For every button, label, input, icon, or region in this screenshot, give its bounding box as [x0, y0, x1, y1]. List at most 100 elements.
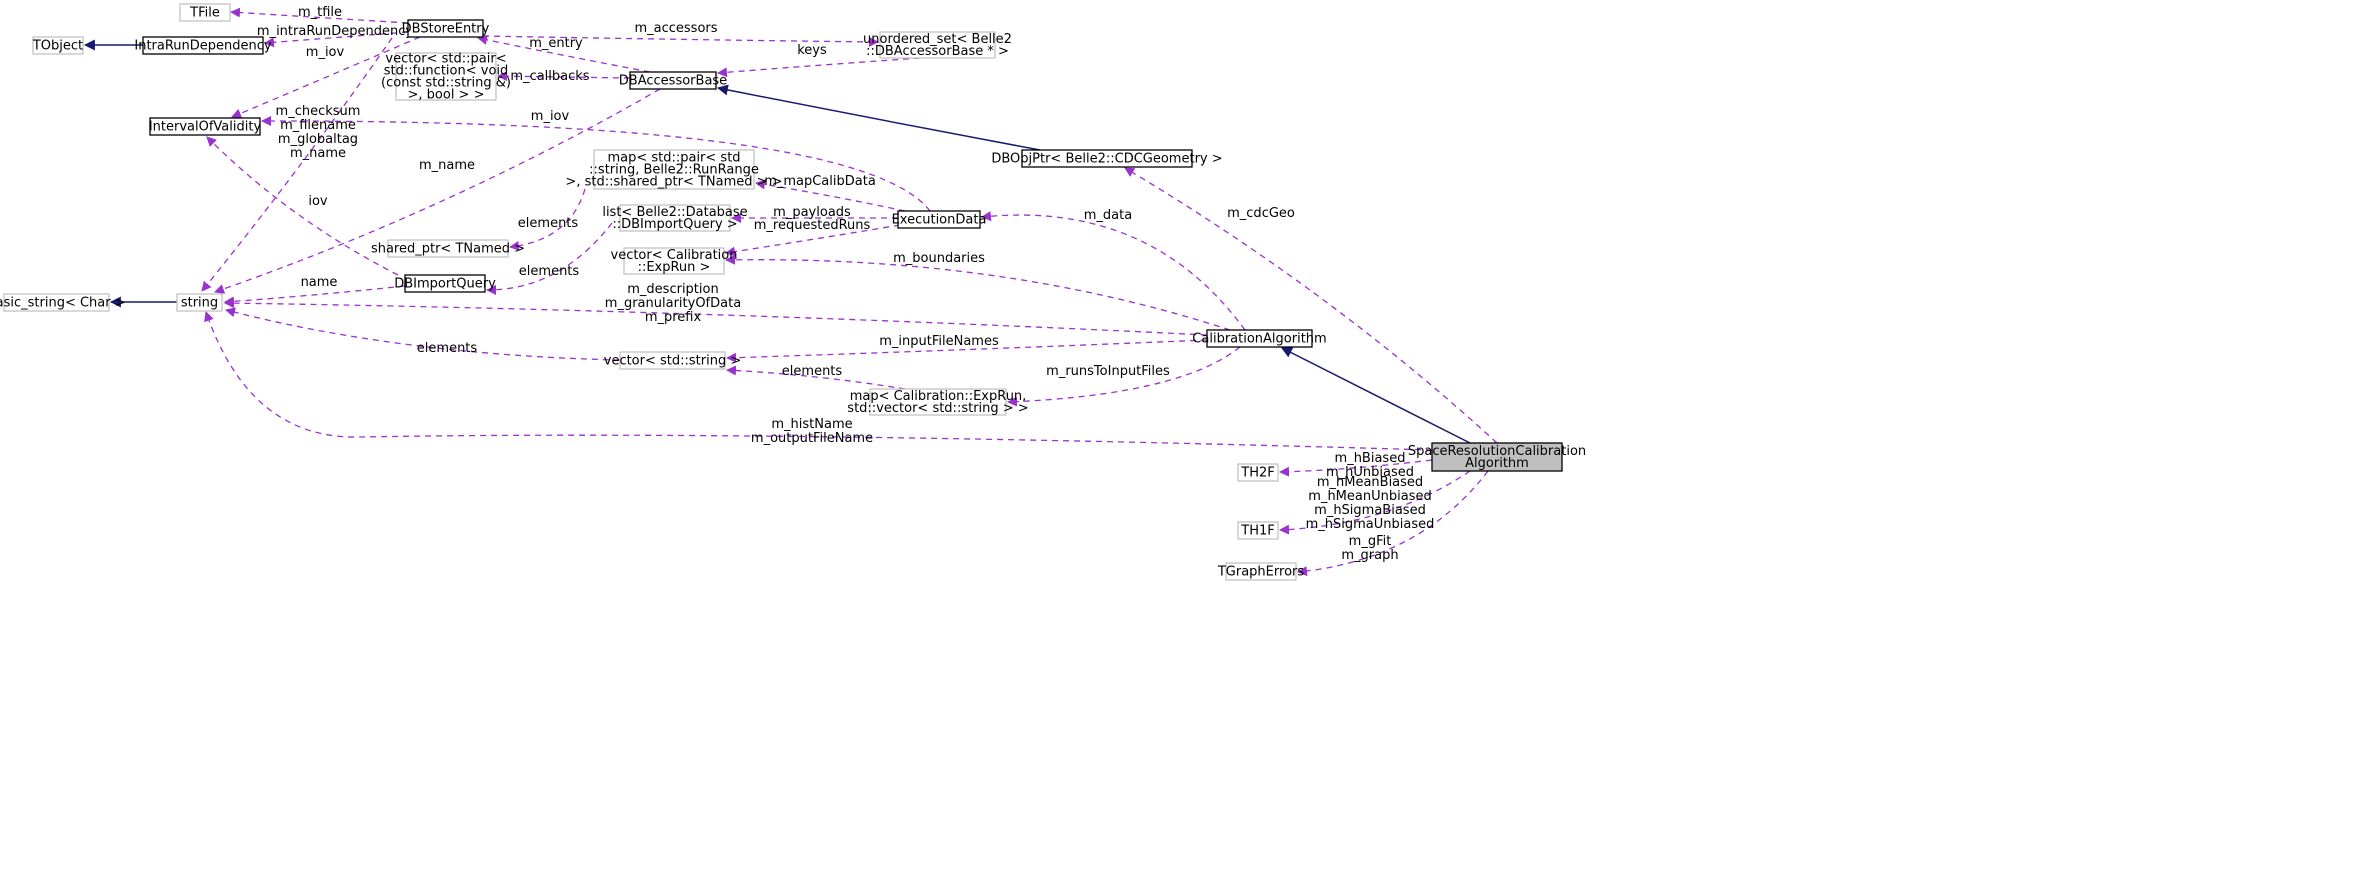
edge-label-m-mapcalibdata: m_mapCalibData [764, 174, 876, 189]
edge-label-th1f-members: m_hMeanBiasedm_hMeanUnbiasedm_hSigmaBias… [1306, 475, 1435, 532]
class-node-intrarundependency[interactable]: IntraRunDependency [134, 36, 272, 55]
class-node-list-query: list< Belle2::Database::DBImportQuery > [602, 204, 748, 232]
edge-dbstoreentry-unordered-set [482, 35, 879, 47]
class-node-box [142, 36, 264, 55]
edge-label-line: elements [518, 216, 579, 231]
edge-label-line: m_graph [1341, 548, 1398, 563]
class-node-box [619, 351, 726, 370]
class-node-dbobjptr[interactable]: DBObjPtr< Belle2::CDCGeometry > [991, 149, 1223, 168]
class-node-label: unordered_set< Belle2 [863, 32, 1012, 47]
class-node-label: CalibrationAlgorithm [1192, 332, 1326, 347]
class-node-label: basic_string< Char > [0, 296, 126, 311]
edge-label-line: m_intraRunDependency [257, 24, 413, 39]
edge-label-line: m_outputFileName [751, 431, 873, 446]
class-node-box [176, 293, 223, 312]
edge-label-line: m_hSigmaUnbiased [1306, 517, 1435, 532]
class-node-label: DBStoreEntry [402, 22, 490, 37]
class-node-box [623, 247, 725, 275]
class-node-vector-string: vector< std::string > [604, 351, 741, 370]
class-node-box [593, 149, 755, 190]
class-node-box [387, 239, 509, 258]
edge-label-line: keys [797, 43, 827, 58]
edge-label-line: m_hSigmaBiased [1314, 503, 1426, 518]
edge-label-m-entry: m_entry [529, 36, 583, 51]
edge-label-line: m_globaltag [278, 132, 358, 147]
class-node-label: DBAccessorBase [619, 74, 727, 89]
class-node-label: TObject [32, 39, 83, 54]
class-node-box [1225, 562, 1297, 581]
class-node-label: DBObjPtr< Belle2::CDCGeometry > [991, 152, 1222, 167]
class-node-dbaccessorbase[interactable]: DBAccessorBase [619, 71, 727, 90]
class-node-label: Algorithm [1465, 456, 1529, 471]
edge-label-iov: iov [308, 194, 328, 209]
edge-label-elements-map: elements [782, 364, 843, 379]
class-node-box [1431, 442, 1563, 472]
edge-label-m-requestedruns: m_requestedRuns [754, 218, 871, 233]
edge-label-line: m_filename [280, 118, 356, 133]
class-node-dbstoreentry[interactable]: DBStoreEntry [402, 19, 490, 38]
edge-label-line: m_boundaries [893, 251, 985, 266]
class-node-label: IntervalOfValidity [149, 120, 262, 135]
edge-label-elements-list: elements [519, 264, 580, 279]
edge-label-line: m_tfile [298, 5, 342, 20]
edge-label-line: m_requestedRuns [754, 218, 871, 233]
edge-dbobjptr-dbaccessorbase [716, 84, 1041, 151]
class-node-label: ExecutionData [892, 213, 987, 228]
edge-label-line: m_description [627, 282, 718, 297]
edge-label-elements-shared: elements [518, 216, 579, 231]
class-node-box [869, 388, 1007, 416]
edge-label-line: m_name [290, 146, 346, 161]
class-node-box [1206, 329, 1313, 348]
class-node-label: (const std::string &) [381, 76, 511, 91]
class-node-box [1021, 149, 1193, 168]
class-node-box [1237, 521, 1279, 540]
class-node-dbimportquery[interactable]: DBImportQuery [394, 274, 496, 293]
edge-label-line: m_accessors [634, 21, 717, 36]
class-node-calibrationalgorithm[interactable]: CalibrationAlgorithm [1192, 329, 1327, 348]
edge-label-keys: keys [797, 43, 827, 58]
class-node-label: vector< std::pair< [385, 52, 506, 67]
edge-label-line: m_entry [529, 36, 583, 51]
edge-spaceresolution-th2f [1279, 459, 1433, 477]
edge-label-line: m_granularityOfData [605, 296, 741, 311]
edge-label-m-inputfilenames: m_inputFileNames [879, 334, 999, 349]
class-node-label: ::string, Belle2::RunRange [589, 163, 759, 178]
edge-label-m-tfile: m_tfile [298, 5, 342, 20]
edge-spaceresolution-dbobjptr [1124, 167, 1498, 444]
edge-map-exprun-vector-string [726, 365, 906, 390]
edge-spaceresolution-th1f [1279, 470, 1471, 535]
class-node-executiondata[interactable]: ExecutionData [892, 210, 987, 229]
class-node-label: >, std::shared_ptr< TNamed > > [565, 175, 782, 190]
class-node-label: SpaceResolutionCalibration [1408, 444, 1586, 459]
class-node-label: ::ExpRun > [638, 260, 711, 275]
class-node-label: ::DBImportQuery > [612, 217, 737, 232]
edge-label-line: m_mapCalibData [764, 174, 876, 189]
edge-label-line: m_data [1084, 208, 1132, 223]
class-node-box [3, 293, 110, 312]
class-node-label: TGraphErrors [1217, 565, 1305, 580]
edge-label-line: m_hBiased [1335, 451, 1406, 466]
edge-label-line: m_hMeanUnbiased [1308, 489, 1431, 504]
class-node-label: TFile [189, 6, 220, 21]
class-node-th2f: TH2F [1237, 463, 1279, 482]
edge-label-m-iov-exec: m_iov [531, 109, 570, 124]
edge-label-m-callbacks: m_callbacks [510, 69, 589, 84]
edge-executiondata-vector-exprun [725, 224, 901, 257]
class-node-intervalofvalidity[interactable]: IntervalOfValidity [149, 117, 262, 136]
edge-label-m-intrarundependency: m_intraRunDependency [257, 24, 413, 39]
edge-label-line: elements [417, 341, 478, 356]
edge-executiondata-map-runrange [755, 179, 906, 212]
class-node-vector-pair: vector< std::pair<std::function< void(co… [381, 52, 511, 103]
edge-calibrationalgorithm-vector-exprun [725, 254, 1231, 331]
edge-label-line: m_cdcGeo [1227, 206, 1295, 221]
class-node-label: >, bool > > [408, 88, 485, 103]
edge-label-line: m_runsToInputFiles [1046, 364, 1170, 379]
edge-label-m-cdcgeo: m_cdcGeo [1227, 206, 1295, 221]
class-node-box [879, 31, 996, 59]
class-node-label: TH2F [1240, 466, 1274, 481]
edge-dbaccessorbase-string [214, 88, 661, 294]
edge-calibrationalgorithm-map-exprun [1007, 346, 1241, 407]
